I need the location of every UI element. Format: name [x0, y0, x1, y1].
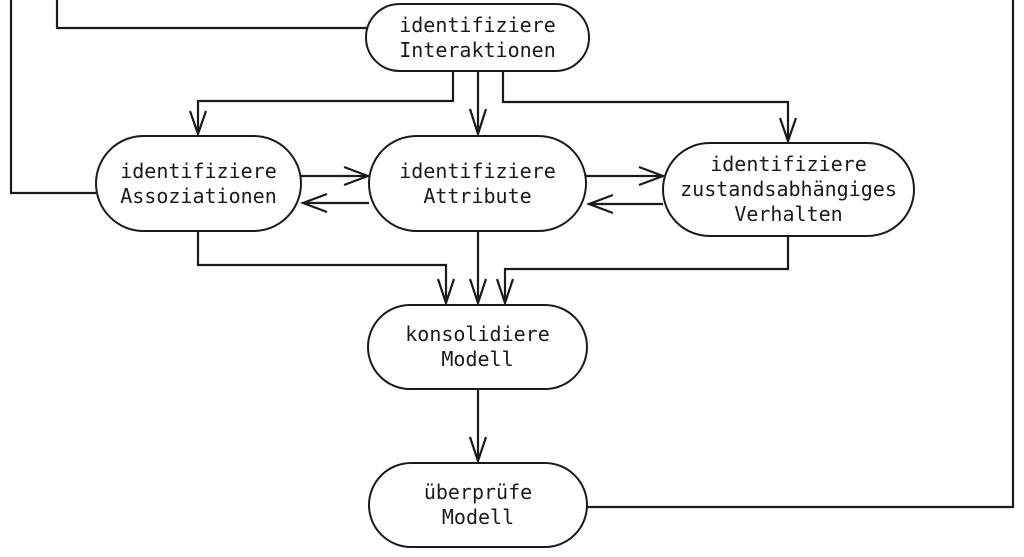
edge-top-to-interaktionen — [55, 0, 367, 30]
node-identifiziere-assoziationen: identifiziere Assoziationen — [95, 135, 302, 232]
node-label-line: identifiziere — [120, 158, 277, 183]
edge-konsolidiere-to-ueberpruefe — [468, 389, 488, 465]
edge-interaktionen-to-assoziationen — [188, 71, 455, 138]
node-label-line: zustandsabhängiges — [680, 177, 897, 201]
node-label-line: Modell — [441, 347, 514, 371]
edge-verhalten-to-attribute — [585, 193, 663, 215]
node-identifiziere-zustandsabhaengiges-verhalten: identifiziere zustandsabhängiges Verhalt… — [662, 142, 915, 237]
node-label-line: Verhalten — [734, 202, 843, 226]
edge-verhalten-to-konsolidiere — [495, 236, 790, 307]
node-label-line: identifiziere — [399, 158, 556, 183]
node-label-line: Modell — [441, 505, 515, 529]
edge-assoziationen-to-attribute — [301, 165, 372, 187]
node-label-line: überprüfe — [423, 480, 533, 504]
edge-top-to-assoziationen — [9, 0, 96, 195]
node-label-line: identifiziere — [710, 152, 867, 176]
node-label-line: Assoziationen — [120, 183, 277, 208]
node-identifiziere-interaktionen: identifiziere Interaktionen — [365, 3, 590, 72]
edge-ueberpruefe-to-top — [587, 0, 1015, 509]
node-label-line: konsolidiere — [405, 322, 550, 346]
edge-interaktionen-to-verhalten — [501, 71, 798, 145]
edge-attribute-to-konsolidiere — [468, 231, 488, 307]
edge-attribute-to-assoziationen — [299, 192, 369, 214]
node-identifiziere-attribute: identifiziere Attribute — [368, 135, 587, 232]
node-konsolidiere-modell: konsolidiere Modell — [367, 304, 588, 390]
edge-interaktionen-to-attribute — [468, 71, 488, 138]
edge-assoziationen-to-konsolidiere — [196, 231, 456, 307]
edge-attribute-to-verhalten — [586, 165, 667, 187]
node-label-line: identifiziere — [399, 12, 556, 37]
node-ueberpruefe-modell: überprüfe Modell — [368, 462, 588, 548]
node-label-line: Attribute — [423, 183, 532, 208]
node-label-line: Interaktionen — [399, 37, 556, 62]
